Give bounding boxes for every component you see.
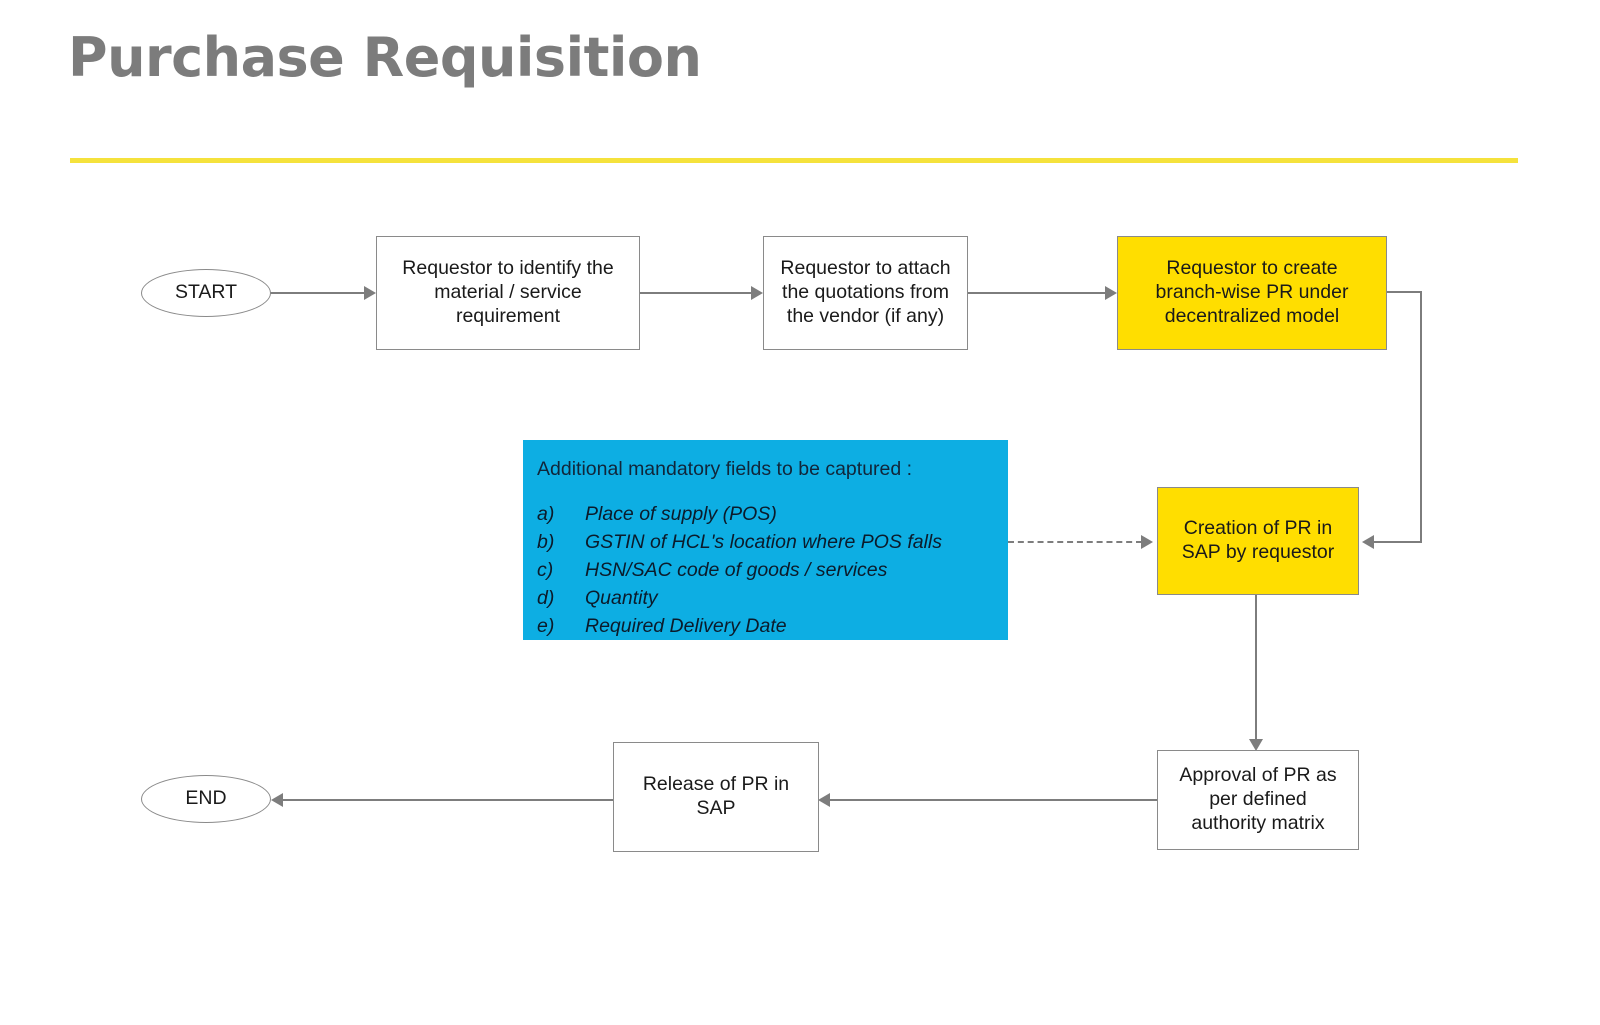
node-create-branch-wise-pr[interactable]: Requestor to create branch-wise PR under…: [1117, 236, 1387, 350]
info-note-text-b: GSTIN of HCL's location where POS falls: [585, 531, 943, 553]
node-approval-of-pr[interactable]: Approval of PR as per defined authority …: [1157, 750, 1359, 850]
arrowhead-infonote-to-creationpr: [1141, 535, 1153, 549]
info-note-mandatory-fields: Additional mandatory fields to be captur…: [523, 440, 1008, 640]
page-title: Purchase Requisition: [68, 26, 702, 89]
info-note-item-d: d) Quantity: [537, 587, 1008, 610]
arrowhead-branchpr-to-creationpr: [1362, 535, 1374, 549]
info-note-text-e: Required Delivery Date: [585, 615, 787, 637]
info-note-marker-b: b): [537, 531, 555, 553]
info-note-item-a: a) Place of supply (POS): [537, 503, 1008, 526]
info-note-text-d: Quantity: [585, 587, 658, 609]
node-end-label: END: [185, 787, 227, 810]
edge-creationpr-to-approvalpr: [1255, 595, 1257, 742]
node-approvalpr-line-2: per defined: [1209, 788, 1307, 811]
edge-identify-to-attach: [640, 292, 751, 294]
node-end[interactable]: END: [141, 775, 271, 823]
node-creationpr-line-2: SAP by requestor: [1181, 541, 1335, 563]
info-note-marker-a: a): [537, 503, 555, 525]
node-attach-line-1: Requestor to attach: [780, 257, 951, 280]
arrowhead-attach-to-branchpr: [1105, 286, 1117, 300]
node-approvalpr-line-1: Approval of PR as: [1179, 764, 1337, 787]
node-identify-line-2: material / service: [434, 281, 582, 304]
info-note-heading: Additional mandatory fields to be captur…: [537, 458, 913, 480]
node-releasepr-line-2: SAP: [696, 797, 736, 819]
info-note-item-e: e) Required Delivery Date: [537, 615, 1008, 638]
node-start-label: START: [174, 281, 238, 304]
node-branchpr-line-1: Requestor to create: [1166, 257, 1338, 280]
node-start[interactable]: START: [141, 269, 271, 317]
title-underline-rule: [70, 158, 1518, 163]
edge-infonote-to-creationpr-dashed: [1008, 541, 1142, 543]
node-attach-line-3: the vendor (if any): [786, 304, 945, 327]
info-note-item-b: b) GSTIN of HCL's location where POS fal…: [537, 531, 1008, 554]
node-identify-requirement[interactable]: Requestor to identify the material / ser…: [376, 236, 640, 350]
node-release-of-pr-in-sap[interactable]: Release of PR in SAP: [613, 742, 819, 852]
node-approval-of-pr-label: Approval of PR as per defined authority …: [1179, 764, 1336, 835]
info-note-text-a: Place of supply (POS): [585, 503, 777, 525]
info-note-marker-e: e): [537, 615, 555, 637]
info-note-item-c: c) HSN/SAC code of goods / services: [537, 559, 1008, 582]
node-attach-line-2: the quotations from: [782, 281, 949, 304]
edge-start-to-identify: [270, 292, 364, 294]
node-approvalpr-line-3: authority matrix: [1191, 811, 1325, 834]
node-creation-of-pr-in-sap[interactable]: Creation of PR in SAP by requestor: [1157, 487, 1359, 595]
node-create-branch-wise-pr-label: Requestor to create branch-wise PR under…: [1156, 257, 1349, 328]
edge-releasepr-to-end: [283, 799, 613, 801]
info-note-marker-c: c): [537, 559, 554, 581]
edge-approvalpr-to-releasepr: [830, 799, 1157, 801]
edge-attach-to-branchpr: [967, 292, 1105, 294]
node-branchpr-line-3: decentralized model: [1164, 304, 1340, 327]
node-identify-line-1: Requestor to identify the: [402, 257, 614, 280]
arrowhead-creationpr-to-approvalpr: [1249, 739, 1263, 751]
edge-branchpr-right-segment: [1387, 291, 1422, 293]
node-identify-line-3: requirement: [455, 304, 561, 327]
node-creation-of-pr-in-sap-label: Creation of PR in SAP by requestor: [1182, 517, 1334, 565]
node-branchpr-line-2: branch-wise PR under: [1155, 281, 1349, 304]
node-release-of-pr-in-sap-label: Release of PR in SAP: [643, 773, 789, 821]
node-creationpr-line-1: Creation of PR in: [1183, 517, 1333, 540]
edge-branchpr-to-creationpr: [1374, 541, 1422, 543]
node-attach-quotations[interactable]: Requestor to attach the quotations from …: [763, 236, 968, 350]
info-note-text-c: HSN/SAC code of goods / services: [585, 559, 888, 581]
node-attach-quotations-label: Requestor to attach the quotations from …: [780, 257, 950, 328]
arrowhead-approvalpr-to-releasepr: [818, 793, 830, 807]
info-note-list: a) Place of supply (POS) b) GSTIN of HCL…: [537, 503, 1008, 638]
arrowhead-releasepr-to-end: [271, 793, 283, 807]
node-identify-requirement-label: Requestor to identify the material / ser…: [402, 257, 613, 328]
edge-branchpr-down-segment: [1420, 291, 1422, 543]
arrowhead-identify-to-attach: [751, 286, 763, 300]
arrowhead-start-to-identify: [364, 286, 376, 300]
info-note-marker-d: d): [537, 587, 555, 609]
node-releasepr-line-1: Release of PR in: [642, 773, 790, 796]
